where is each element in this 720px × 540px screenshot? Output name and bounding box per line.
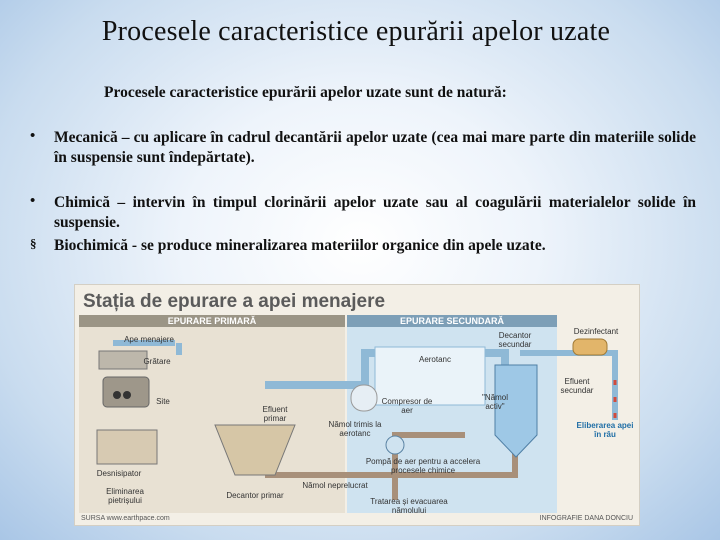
secondary-clarifier bbox=[494, 364, 538, 458]
bullet-marker: § bbox=[30, 236, 37, 251]
screen-roller bbox=[113, 391, 121, 399]
label-tratarea: Tratarea și evacuarea nămolului bbox=[370, 497, 448, 515]
label-namol-trimis: Nămol trimis la aerotanc bbox=[328, 420, 382, 438]
label-efluent-secundar: Efluent secundar bbox=[560, 377, 594, 395]
label-efluent-primar: Efluent primar bbox=[262, 405, 288, 423]
disinfectant-tank bbox=[572, 338, 608, 356]
author-credit: INFOGRAFIE DANA DONCIU bbox=[539, 515, 633, 522]
label-aerotanc: Aerotanc bbox=[418, 355, 452, 364]
primary-clarifier bbox=[214, 424, 296, 476]
air-pump-fan bbox=[385, 435, 405, 455]
label-namol-neprelucrat: Nămol neprelucrat bbox=[302, 481, 368, 490]
intro-text: Procesele caracteristice epurării apelor… bbox=[104, 84, 507, 101]
treatment-plant-infographic: Stația de epurare a apei menajere EPURAR… bbox=[74, 284, 640, 526]
secondary-header: EPURARE SECUNDARĂ bbox=[347, 315, 557, 327]
label-desnisipator: Desnisipator bbox=[96, 469, 142, 478]
label-dezinfectant: Dezinfectant bbox=[573, 327, 619, 336]
label-eliberarea: Eliberarea apei în râu bbox=[576, 421, 634, 439]
primary-header: EPURARE PRIMARĂ bbox=[79, 315, 345, 327]
label-pompa: Pompă de aer pentru a accelera procesele… bbox=[365, 457, 481, 475]
infographic-footer: SURSA www.earthpace.com INFOGRAFIE DANA … bbox=[75, 513, 639, 525]
label-eliminarea: Eliminarea pietrișului bbox=[106, 487, 144, 505]
pipe-to-clarifier bbox=[480, 349, 509, 365]
label-compresor: Compresor de aer bbox=[381, 397, 433, 415]
compressor bbox=[350, 384, 378, 412]
screen-roller bbox=[123, 391, 131, 399]
primary-treatment-panel: EPURARE PRIMARĂ bbox=[79, 315, 345, 513]
label-site: Site bbox=[156, 397, 170, 406]
slide-title: Procesele caracteristice epurării apelor… bbox=[101, 16, 611, 47]
grate-unit bbox=[98, 350, 148, 370]
infographic-title: Stația de epurare a apei menajere bbox=[83, 291, 386, 312]
pipe-main bbox=[113, 340, 182, 355]
source-credit: SURSA www.earthpace.com bbox=[81, 515, 170, 522]
bullet-marker: • bbox=[30, 193, 36, 209]
bullet-marker: • bbox=[30, 128, 36, 144]
item-biochimica: Biochimică - se produce mineralizarea ma… bbox=[54, 237, 546, 254]
aeration-tank bbox=[374, 346, 486, 406]
item-mecanica: Mecanică – cu aplicare în cadrul decantă… bbox=[54, 129, 696, 166]
item-chimica: Chimică – intervin în timpul clorinării … bbox=[54, 194, 696, 231]
label-decantor-secundar: Decantor secundar bbox=[498, 331, 532, 349]
label-namol-activ: "Nămol activ" bbox=[482, 393, 508, 411]
label-ape-menajere: Ape menajere bbox=[124, 335, 174, 344]
process-diagram bbox=[96, 338, 618, 500]
label-gratare: Grătare bbox=[143, 357, 171, 366]
grit-chamber bbox=[96, 429, 158, 465]
label-decantor-primar: Decantor primar bbox=[226, 491, 284, 500]
